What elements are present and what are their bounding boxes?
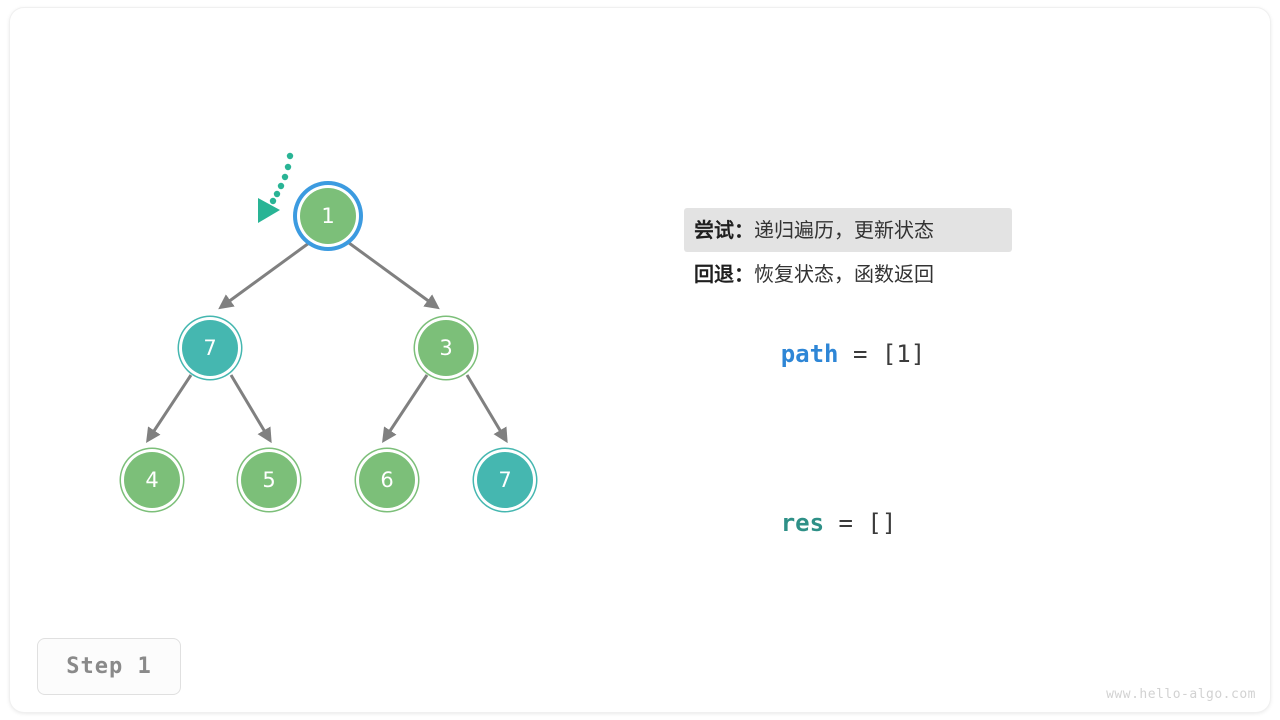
tree-node-left[interactable]: 7 xyxy=(182,320,238,376)
tree-node-value: 7 xyxy=(498,468,512,492)
tree-node-value: 5 xyxy=(262,468,276,492)
tree-node-value: 3 xyxy=(439,336,453,360)
watermark: www.hello-algo.com xyxy=(1106,687,1256,702)
edge-root-to-left xyxy=(218,241,310,310)
variable-path-row: path = [1] xyxy=(684,312,1244,396)
variable-path-value: = [1] xyxy=(838,340,926,368)
operation-try-row: 尝试：递归遍历，更新状态 xyxy=(684,208,1012,252)
operation-undo-text: 恢复状态，函数返回 xyxy=(754,262,934,286)
variable-res-row: res = [] xyxy=(684,481,1244,565)
operation-try-text: 递归遍历，更新状态 xyxy=(754,218,934,242)
operation-undo-label: 回退： xyxy=(694,262,754,286)
tree-node-value: 7 xyxy=(203,336,217,360)
variable-path-name: path xyxy=(780,340,839,368)
diagram-canvas: 1 7 3 4 5 6 7 尝试：递归遍历，更新状态 回退：恢复状态，函数返回 … xyxy=(10,8,1270,712)
step-badge-label: Step 1 xyxy=(66,654,152,679)
operation-undo-row: 回退：恢复状态，函数返回 xyxy=(684,252,944,296)
step-badge: Step 1 xyxy=(37,638,181,695)
variable-res-value: = [] xyxy=(824,509,897,537)
operation-try-label: 尝试： xyxy=(694,218,754,242)
tree-node-right-right[interactable]: 7 xyxy=(477,452,533,508)
tree-node-right[interactable]: 3 xyxy=(418,320,474,376)
tree-node-left-left[interactable]: 4 xyxy=(124,452,180,508)
tree-node-root[interactable]: 1 xyxy=(300,188,356,244)
tree-edges-layer xyxy=(146,241,508,444)
edge-right-to-rightleft xyxy=(382,374,429,444)
state-panel: 尝试：递归遍历，更新状态 回退：恢复状态，函数返回 path = [1] res… xyxy=(684,208,1244,565)
tree-node-right-left[interactable]: 6 xyxy=(359,452,415,508)
tree-node-value: 6 xyxy=(380,468,394,492)
edge-right-to-rightright xyxy=(465,374,508,444)
edge-root-to-right xyxy=(348,241,440,310)
edge-left-to-leftright xyxy=(229,374,272,444)
tree-node-value: 1 xyxy=(321,204,335,228)
watermark-text: www.hello-algo.com xyxy=(1106,687,1256,702)
tree-node-value: 4 xyxy=(145,468,159,492)
tree-node-left-right[interactable]: 5 xyxy=(241,452,297,508)
edge-left-to-leftleft xyxy=(146,374,193,444)
variable-res-name: res xyxy=(780,509,825,537)
